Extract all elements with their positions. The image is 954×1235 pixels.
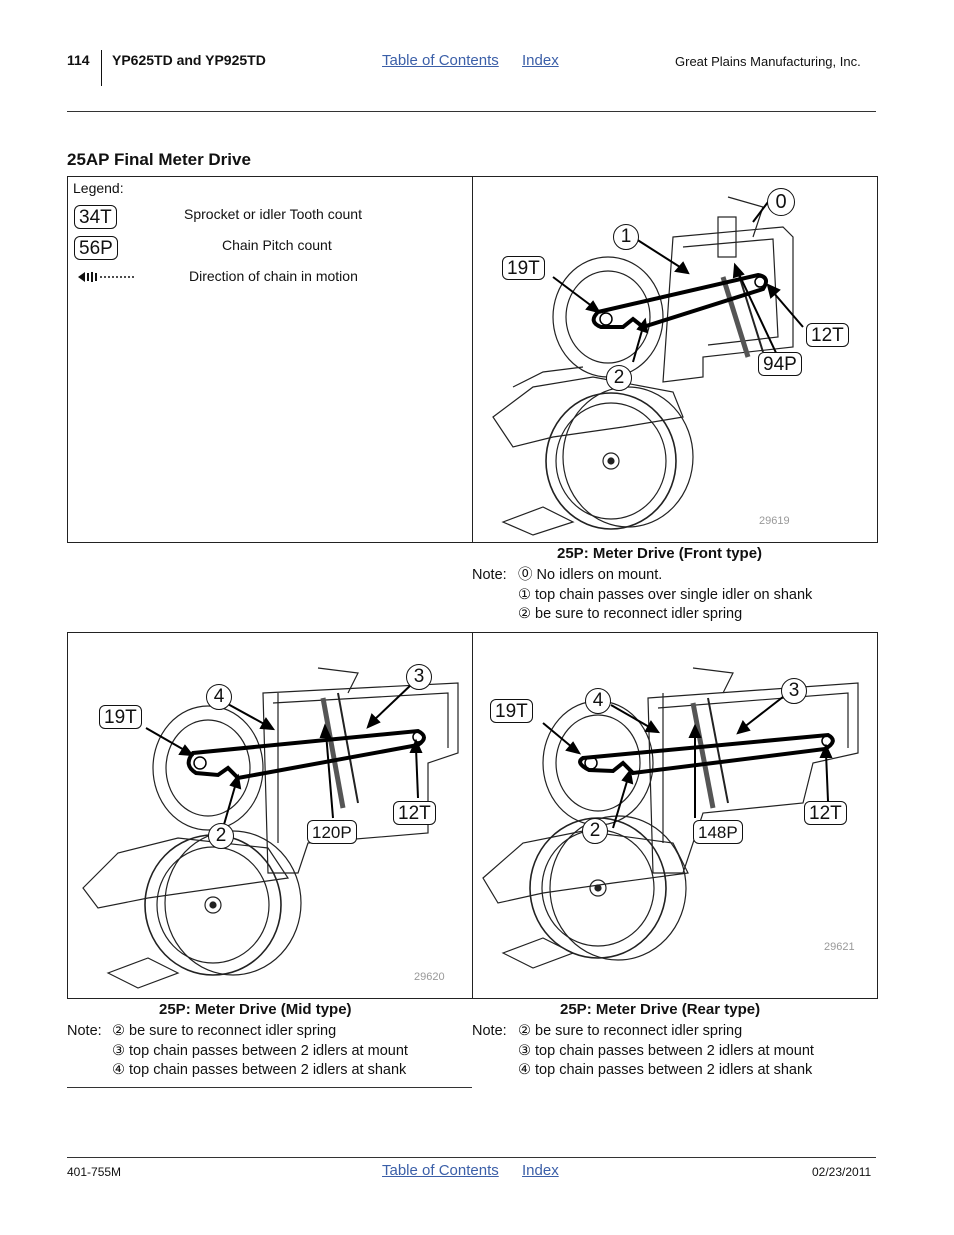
- mid-note-2: ③ top chain passes between 2 idlers at m…: [112, 1043, 408, 1059]
- legend-pitch-text: Chain Pitch count: [222, 237, 332, 253]
- front-figure-number: 29619: [759, 515, 790, 527]
- rear-callout-4: 4: [585, 688, 611, 714]
- mid-caption: 25P: Meter Drive (Mid type): [159, 1001, 352, 1018]
- rear-chain-tag: 148P: [693, 820, 743, 844]
- mid-idler-tag: 12T: [393, 801, 436, 825]
- callout-0: 0: [767, 188, 795, 216]
- bottom-box-divider: [472, 632, 473, 999]
- front-note-3: ② be sure to reconnect idler spring: [518, 606, 743, 622]
- mid-notes-rule: [67, 1087, 472, 1088]
- rear-callout-3: 3: [781, 678, 807, 704]
- footer-rule: [67, 1157, 876, 1158]
- chain-direction-icon: [78, 272, 136, 282]
- rear-type-illustration: [482, 667, 859, 969]
- mid-callout-3: 3: [406, 664, 432, 690]
- index-link[interactable]: Index: [522, 52, 559, 69]
- legend-tooth-text: Sprocket or idler Tooth count: [184, 206, 362, 222]
- section-title: 25AP Final Meter Drive: [67, 150, 251, 169]
- toc-link[interactable]: Table of Contents: [382, 52, 499, 69]
- header-rule: [67, 111, 876, 112]
- mid-note-1: ② be sure to reconnect idler spring: [112, 1023, 337, 1039]
- mid-figure-number: 29620: [414, 971, 445, 983]
- legend-pitch-symbol: 56P: [74, 236, 118, 260]
- mid-note-3: ④ top chain passes between 2 idlers at s…: [112, 1062, 407, 1078]
- front-type-illustration: [492, 196, 804, 536]
- footer-index-link[interactable]: Index: [522, 1162, 559, 1179]
- mid-callout-4: 4: [206, 684, 232, 710]
- front-note-1: ⓪ No idlers on mount.: [518, 567, 663, 583]
- legend-direction-text: Direction of chain in motion: [189, 268, 358, 284]
- rear-note-3: ④ top chain passes between 2 idlers at s…: [518, 1062, 813, 1078]
- footer-date: 02/23/2011: [812, 1165, 872, 1179]
- mid-note-label: Note:: [67, 1023, 102, 1039]
- header-divider: [101, 50, 102, 86]
- front-idler-tag: 12T: [806, 323, 849, 347]
- top-box-divider: [472, 176, 473, 543]
- rear-idler-tag: 12T: [804, 801, 847, 825]
- footer-toc-link[interactable]: Table of Contents: [382, 1162, 499, 1179]
- front-note-2: ① top chain passes over single idler on …: [518, 587, 813, 603]
- rear-note-2: ③ top chain passes between 2 idlers at m…: [518, 1043, 814, 1059]
- rear-note-label: Note:: [472, 1023, 507, 1039]
- rear-figure-number: 29621: [824, 941, 855, 953]
- rear-note-1: ② be sure to reconnect idler spring: [518, 1023, 743, 1039]
- mid-callout-2: 2: [208, 823, 234, 849]
- front-sprocket-tag: 19T: [502, 256, 545, 280]
- callout-1: 1: [613, 224, 639, 250]
- model-title: YP625TD and YP925TD: [112, 52, 266, 68]
- front-chain-tag: 94P: [758, 352, 802, 376]
- rear-caption: 25P: Meter Drive (Rear type): [560, 1001, 761, 1018]
- legend-tooth-symbol: 34T: [74, 205, 117, 229]
- rear-sprocket-tag: 19T: [490, 699, 533, 723]
- front-caption: 25P: Meter Drive (Front type): [557, 545, 763, 562]
- page-number: 114: [67, 52, 90, 68]
- front-note-label: Note:: [472, 567, 507, 583]
- mid-type-illustration: [82, 667, 459, 989]
- doc-number: 401-755M: [67, 1165, 122, 1179]
- mid-chain-tag: 120P: [307, 820, 357, 844]
- legend-title: Legend:: [73, 180, 124, 196]
- mid-sprocket-tag: 19T: [99, 705, 142, 729]
- rear-callout-2: 2: [582, 818, 608, 844]
- company-name: Great Plains Manufacturing, Inc.: [675, 54, 861, 69]
- callout-2: 2: [606, 365, 632, 391]
